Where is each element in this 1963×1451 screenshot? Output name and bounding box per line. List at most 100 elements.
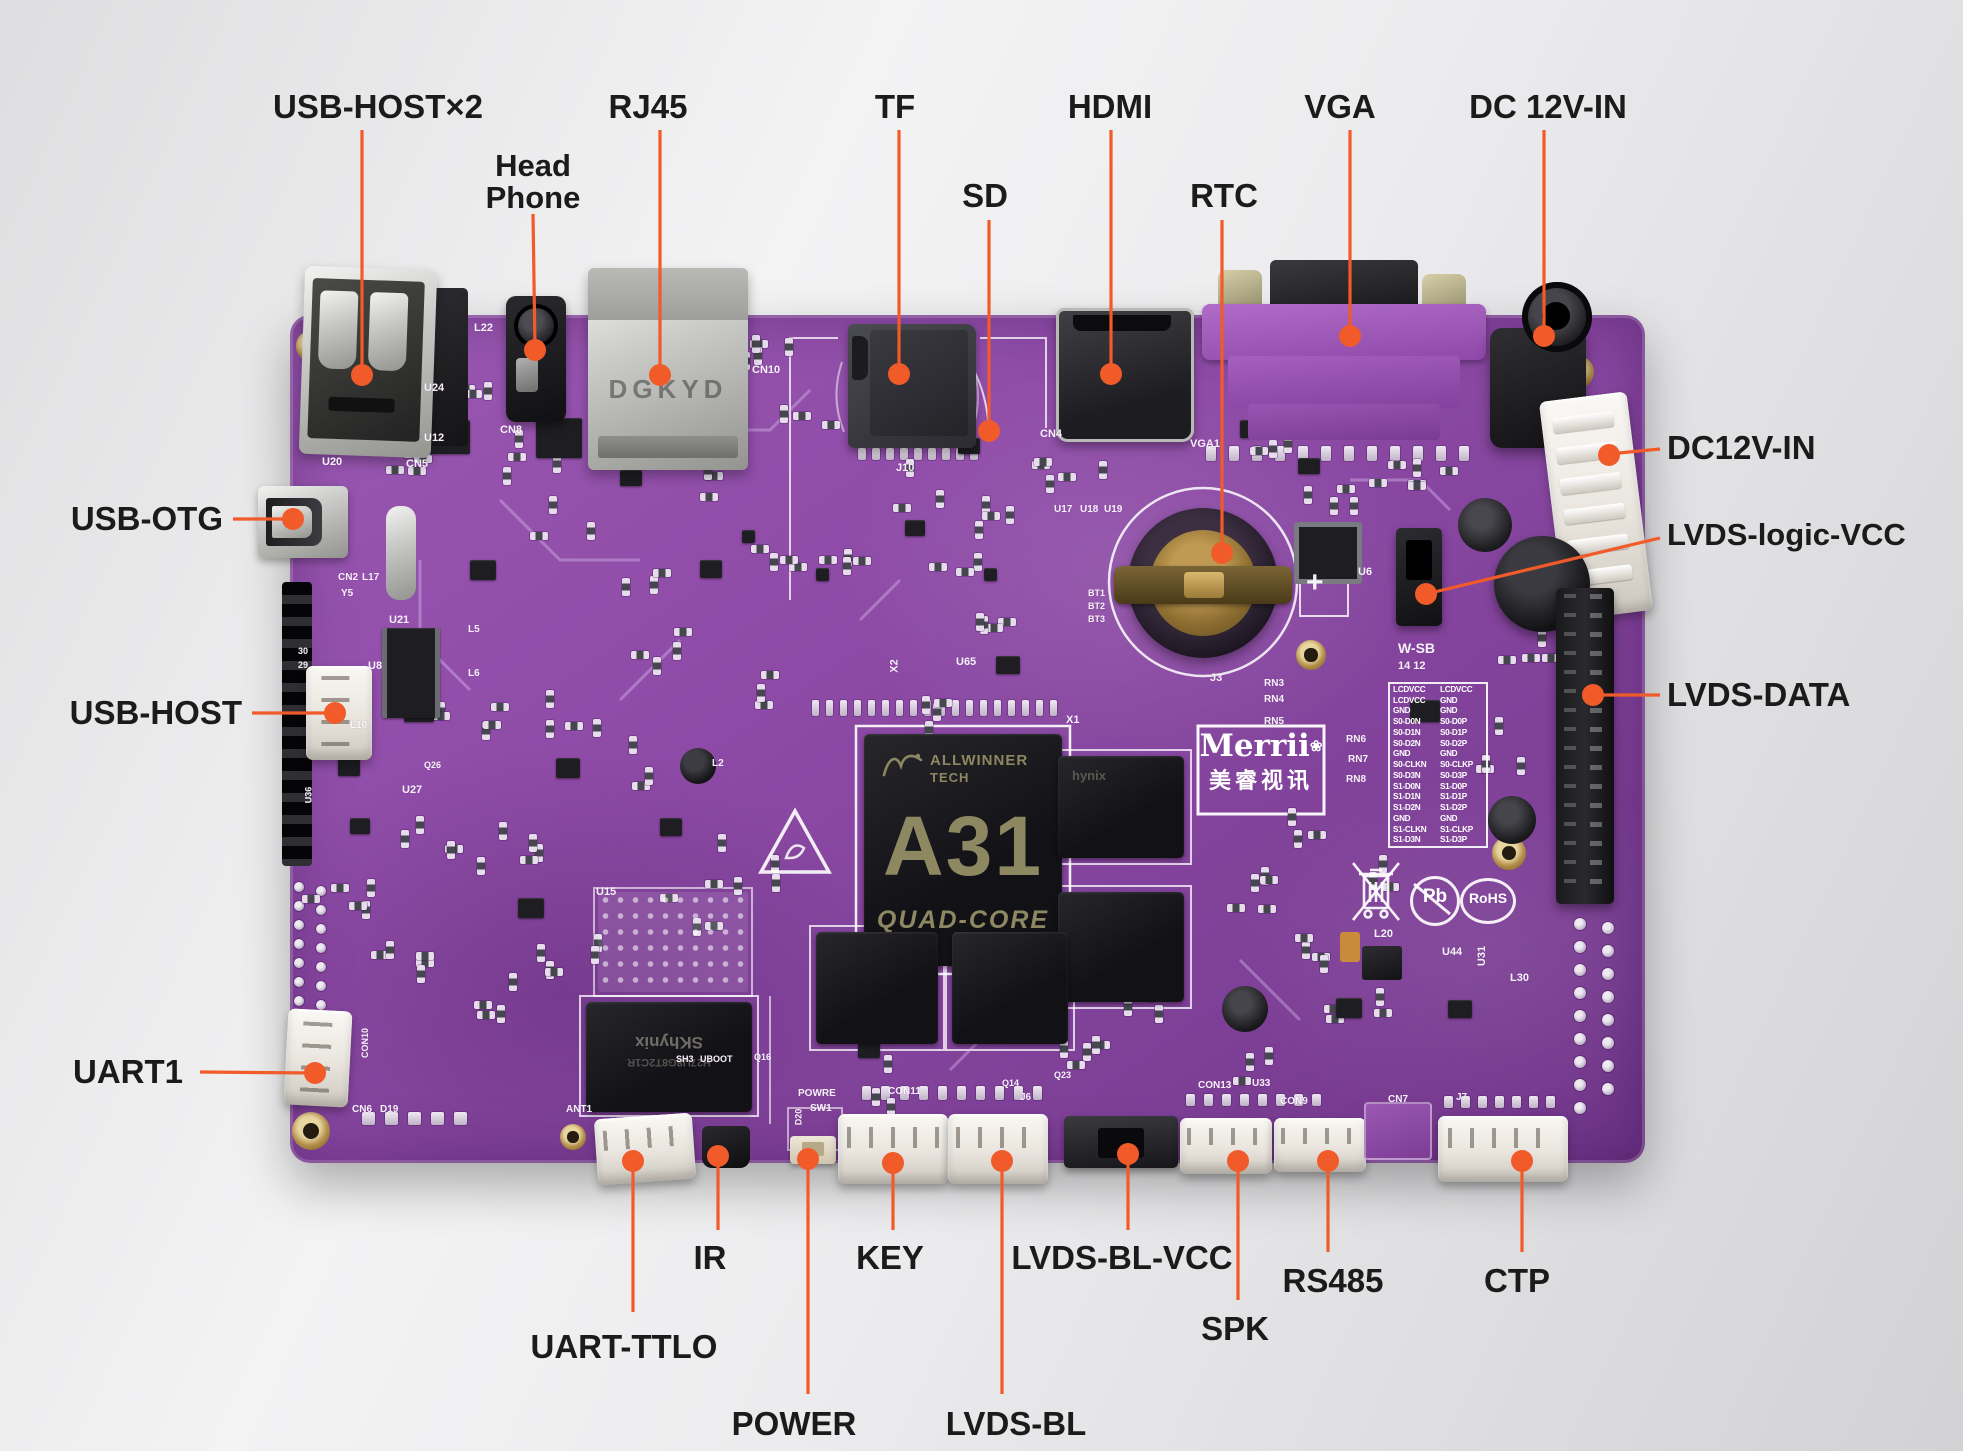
- callout-ctp: CTP: [1484, 1262, 1550, 1299]
- pcb-pad: [1350, 497, 1359, 516]
- pcb-pad: [1186, 1094, 1195, 1106]
- pcb-pad: [653, 569, 672, 578]
- small-ic: [518, 898, 544, 918]
- silkscreen-text: ANT1: [566, 1104, 593, 1115]
- pcb-pad: [1517, 757, 1526, 776]
- small-ic: [1298, 458, 1320, 474]
- silkscreen-text: U36: [303, 786, 314, 804]
- silkscreen-text: CN5: [406, 458, 429, 470]
- pcb-pad: [386, 940, 395, 959]
- pcb-pad: [892, 504, 911, 513]
- silkscreen-text: SW1: [810, 1103, 832, 1114]
- pcb-pad: [496, 1005, 505, 1024]
- pcb-pad: [919, 1086, 928, 1100]
- via: [742, 530, 755, 543]
- pcb-pad: [1249, 447, 1268, 456]
- callout-power: POWER: [731, 1405, 857, 1442]
- pcb-pad: [1574, 941, 1586, 953]
- pcb-pad: [673, 641, 682, 660]
- pcb-pad: [1022, 700, 1029, 716]
- silkscreen-text: CON11: [888, 1086, 921, 1097]
- callout-lvds-data: LVDS-DATA: [1667, 676, 1851, 713]
- pcb-pad: [1602, 1014, 1614, 1026]
- silkscreen-text: CN10: [752, 364, 781, 376]
- pcb-pad: [1301, 941, 1310, 959]
- qfp-chip-u6: [1294, 522, 1362, 584]
- ddr-chip: [952, 932, 1068, 1044]
- pcb-pad: [1344, 446, 1354, 461]
- rj45-connector: DGKYD: [588, 268, 748, 470]
- silkscreen-text: J10: [896, 462, 915, 474]
- pcb-pad: [1246, 1052, 1255, 1071]
- callout-tf: TF: [874, 88, 916, 125]
- pcb-pad: [793, 412, 812, 421]
- pcb-pad: [1436, 446, 1446, 461]
- sub-board: [1364, 1102, 1432, 1160]
- pcb-pad: [1495, 717, 1504, 736]
- inductor-l2: [680, 748, 716, 784]
- pcb-pad: [1602, 1083, 1614, 1095]
- pcb-pad: [1155, 1005, 1164, 1024]
- pcb-pad: [463, 389, 482, 398]
- pcb-pad: [477, 857, 486, 876]
- small-ic: [905, 520, 925, 536]
- esd-triangle-mark: [758, 807, 832, 874]
- small-ic: [1410, 700, 1440, 722]
- pcb-pad: [499, 821, 508, 840]
- silkscreen-text: L2: [712, 758, 724, 769]
- pcb-pad: [882, 700, 889, 716]
- callout-hdmi: HDMI: [1067, 88, 1153, 125]
- pcb-pad: [621, 577, 630, 596]
- silkscreen-text: RN5: [1264, 716, 1285, 727]
- pcb-pad: [302, 894, 321, 903]
- callout-sd: SD: [962, 177, 1008, 214]
- pcb-pad: [653, 657, 662, 676]
- pcb-pad: [1250, 874, 1259, 893]
- uart1-connector: [283, 1008, 353, 1108]
- pcb-pad: [416, 958, 435, 967]
- callout-usb-otg: USB-OTG: [70, 500, 223, 537]
- pcb-pad: [1259, 875, 1278, 884]
- pcb-pad: [754, 700, 773, 709]
- pcb-pad: [1376, 988, 1385, 1007]
- silkscreen-text: U18: [1080, 504, 1099, 515]
- pcb-pad: [1033, 457, 1052, 466]
- pcb-pad: [1546, 1096, 1555, 1108]
- callout-ir: IR: [693, 1239, 727, 1276]
- pcb-pad: [994, 700, 1001, 716]
- pcb-pad: [928, 448, 936, 460]
- pcb-pad: [1542, 653, 1561, 662]
- pcb-pad: [1574, 1056, 1586, 1068]
- antenna-pad: [560, 1124, 586, 1154]
- pcb-pad: [704, 879, 723, 888]
- silkscreen-text: W-SB: [1398, 640, 1436, 656]
- silkscreen-text: Q14: [1002, 1078, 1020, 1088]
- pcb-pad: [1326, 1014, 1345, 1023]
- small-ic: [338, 758, 360, 776]
- silkscreen-text: CN8: [500, 424, 523, 436]
- silkscreen-text: J3: [1210, 672, 1223, 684]
- pcb-pad: [957, 1086, 966, 1100]
- silkscreen-text: L6: [468, 668, 480, 679]
- silkscreen-text: 14 12: [1398, 660, 1426, 672]
- pcb-pad: [630, 651, 649, 660]
- dc-jack: [1486, 282, 1596, 454]
- lvds-data-connector: [1556, 588, 1614, 904]
- pcb-pad: [1367, 446, 1377, 461]
- pcb-pad: [294, 901, 304, 911]
- pcb-pad: [858, 448, 866, 460]
- silkscreen-text: BT1: [1088, 588, 1106, 598]
- pcb-pad: [1495, 1096, 1504, 1108]
- silkscreen-text: U31: [1476, 945, 1489, 967]
- pcb-pad: [628, 736, 637, 755]
- callout-usb-host-x2: USB-HOST×2: [273, 88, 483, 125]
- soc-sub-text: QUAD-CORE: [876, 906, 1050, 934]
- pcb-pad: [1374, 1009, 1393, 1017]
- pcb-pad: [530, 532, 549, 541]
- pcb-pad: [349, 902, 368, 910]
- ddr-chip: hynix: [1058, 756, 1184, 858]
